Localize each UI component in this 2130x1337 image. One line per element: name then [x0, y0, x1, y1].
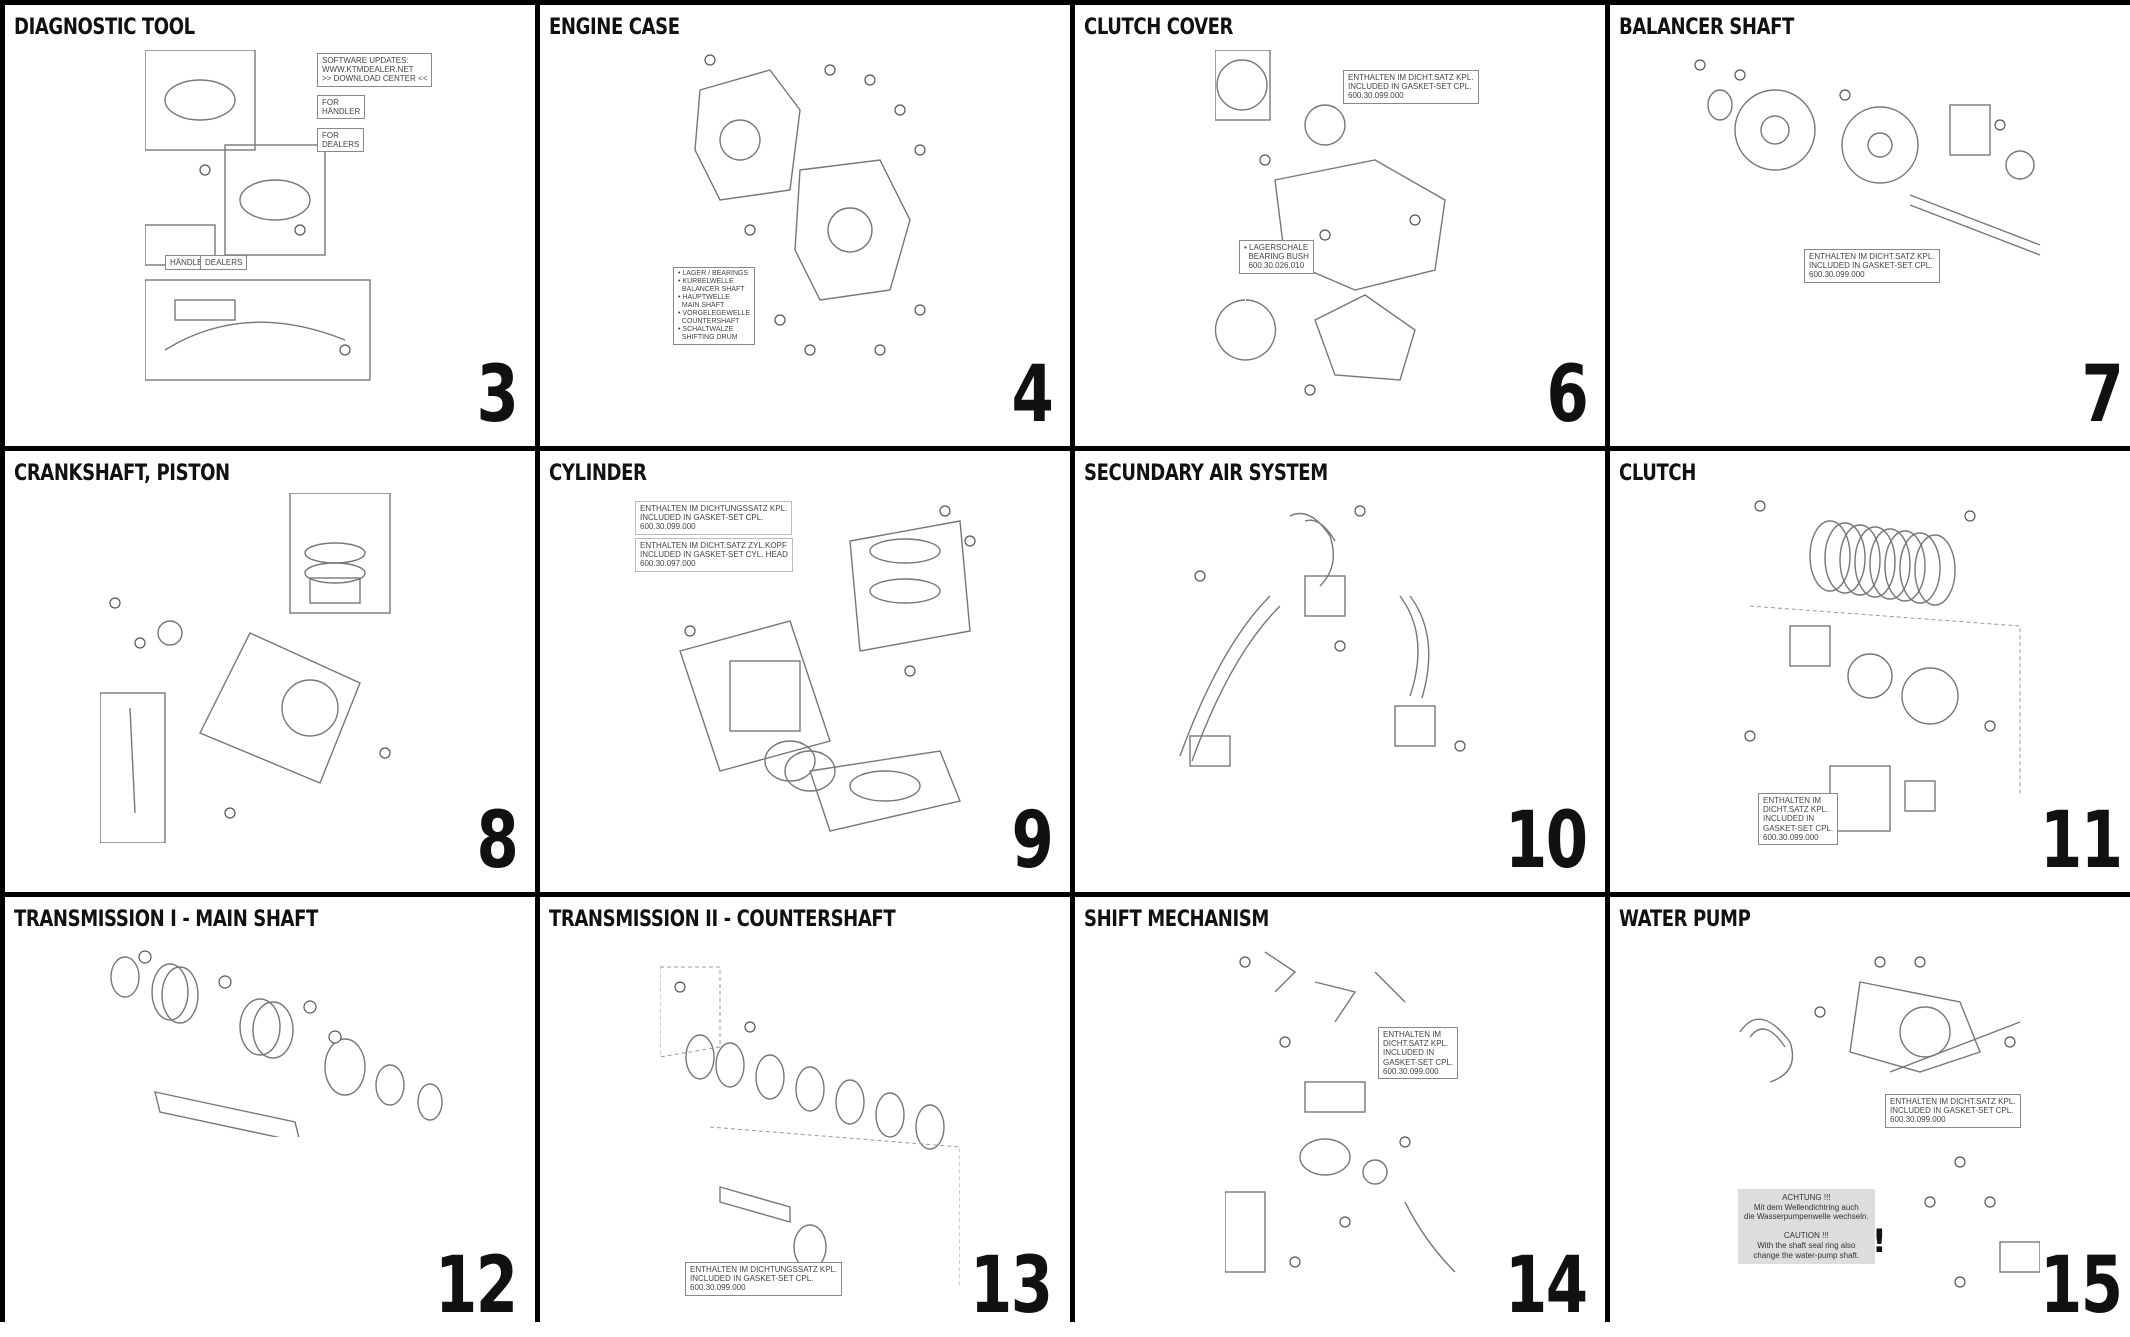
exploded-diagram: [680, 50, 940, 400]
handler-note: FOR HÄNDLER: [317, 95, 366, 120]
page-number: 4: [1011, 350, 1053, 440]
panel-crankshaft-piston[interactable]: CRANKSHAFT, PISTON 8: [5, 451, 535, 892]
exploded-diagram: [1730, 942, 2041, 1292]
exploded-diagram: [660, 501, 980, 841]
page-number: 13: [970, 1241, 1053, 1331]
exploded-diagram: [95, 937, 455, 1143]
secundary-air-drawing: [1179, 505, 1466, 767]
panel-water-pump[interactable]: WATER PUMP ENTHALTEN IM DICHT.SATZ KPL. …: [1610, 897, 2130, 1337]
panel-title: SHIFT MECHANISM: [1084, 907, 1269, 932]
main-shaft-drawing: [110, 950, 443, 1143]
exploded-diagram: [659, 947, 961, 1287]
exploded-diagram: [1680, 45, 2060, 275]
panel-title: CYLINDER: [549, 461, 647, 486]
page-number: 15: [2040, 1241, 2123, 1331]
page-number: 9: [1011, 796, 1053, 886]
gasket-set-note: ENTHALTEN IM DICHT.SATZ KPL. INCLUDED IN…: [1804, 249, 1940, 283]
panel-cylinder[interactable]: CYLINDER ENTHALTEN IM DICHTUNGSSATZ KPL.…: [540, 451, 1070, 892]
panel-diagnostic-tool[interactable]: DIAGNOSTIC TOOL SOFTWARE UPDATES: WWW.KT…: [5, 5, 535, 446]
exploded-diagram: [1224, 942, 1485, 1292]
gasket-set-note: ENTHALTEN IM DICHT.SATZ KPL. INCLUDED IN…: [1758, 793, 1839, 845]
panel-title: SECUNDARY AIR SYSTEM: [1084, 461, 1328, 486]
water-pump-drawing: [1739, 956, 2041, 1288]
software-update-note: SOFTWARE UPDATES: WWW.KTMDEALER.NET >> D…: [317, 53, 433, 87]
cylinder-drawing: [679, 505, 976, 832]
for-dealers-label: DEALERS: [200, 255, 248, 271]
panel-title: CLUTCH COVER: [1084, 15, 1234, 40]
shift-mechanism-drawing: [1224, 951, 1456, 1273]
panel-title: CRANKSHAFT, PISTON: [14, 461, 230, 486]
exploded-diagram: [1214, 49, 1475, 400]
diagnostic-tool-drawing: [144, 49, 371, 381]
cylinder-head-gasket-note: ENTHALTEN IM DICHT.SATZ ZYL.KOPF INCLUDE…: [635, 538, 793, 572]
countershaft-drawing: [659, 966, 961, 1287]
page-number: 8: [476, 796, 518, 886]
panel-secundary-air-system[interactable]: SECUNDARY AIR SYSTEM 10: [1075, 451, 1605, 892]
exploded-diagram: [144, 49, 405, 400]
exclamation-icon: !: [1872, 1222, 1887, 1260]
panel-shift-mechanism[interactable]: SHIFT MECHANISM ENTHALTEN IM DICHT.SATZ …: [1075, 897, 1605, 1337]
bearing-bush-note: • LAGERSCHALE BEARING BUSH 600.30.026.01…: [1239, 240, 1314, 274]
gasket-set-note: ENTHALTEN IM DICHT.SATZ KPL. INCLUDED IN…: [1378, 1027, 1459, 1079]
panel-clutch-cover[interactable]: CLUTCH COVER ENTHALTEN IM DICHT.SATZ KPL…: [1075, 5, 1605, 446]
panel-title: DIAGNOSTIC TOOL: [14, 15, 195, 40]
page-number: 7: [2081, 350, 2123, 440]
panel-title: TRANSMISSION II - COUNTERSHAFT: [549, 907, 896, 932]
engine-case-drawing: [694, 54, 926, 356]
exploded-diagram: [1160, 496, 1500, 846]
page-number: 3: [476, 350, 518, 440]
dealers-note: FOR DEALERS: [317, 128, 365, 153]
panel-title: WATER PUMP: [1619, 907, 1751, 932]
panel-balancer-shaft[interactable]: BALANCER SHAFT ENTHALTEN IM DICHT.SATZ K…: [1610, 5, 2130, 446]
clutch-cover-drawing: [1214, 49, 1446, 396]
panel-engine-case[interactable]: ENGINE CASE • LAGER / BEARINGS • KURBELW…: [540, 5, 1070, 446]
page-number: 6: [1546, 350, 1588, 440]
page-number: 11: [2040, 796, 2123, 886]
bearings-note: • LAGER / BEARINGS • KURBELWELLE BALANCE…: [673, 267, 756, 346]
panel-clutch[interactable]: CLUTCH: [1610, 451, 2130, 892]
crankshaft-piston-drawing: [99, 492, 391, 844]
panel-transmission-countershaft[interactable]: TRANSMISSION II - COUNTERSHAFT ENTHALTEN…: [540, 897, 1070, 1337]
gasket-set-note: ENTHALTEN IM DICHT.SATZ KPL. INCLUDED IN…: [1885, 1094, 2021, 1128]
shaft-seal-warning: ACHTUNG !!! Mit dem Wellendichtring auch…: [1738, 1189, 1875, 1265]
page-number: 12: [435, 1241, 518, 1331]
gasket-set-note: ENTHALTEN IM DICHTUNGSSATZ KPL. INCLUDED…: [635, 501, 793, 535]
panel-transmission-main-shaft[interactable]: TRANSMISSION I - MAIN SHAFT 12: [5, 897, 535, 1337]
panel-title: ENGINE CASE: [549, 15, 680, 40]
panel-title: BALANCER SHAFT: [1619, 15, 1794, 40]
gasket-set-note: ENTHALTEN IM DICHTUNGSSATZ KPL. INCLUDED…: [685, 1262, 843, 1296]
page-number: 10: [1505, 796, 1588, 886]
balancer-shaft-drawing: [1694, 59, 2041, 256]
panel-title: TRANSMISSION I - MAIN SHAFT: [14, 907, 318, 932]
page-number: 14: [1505, 1241, 1588, 1331]
gasket-set-note: ENTHALTEN IM DICHT.SATZ KPL. INCLUDED IN…: [1343, 70, 1479, 104]
panel-title: CLUTCH: [1619, 461, 1696, 486]
exploded-diagram: [99, 492, 440, 844]
